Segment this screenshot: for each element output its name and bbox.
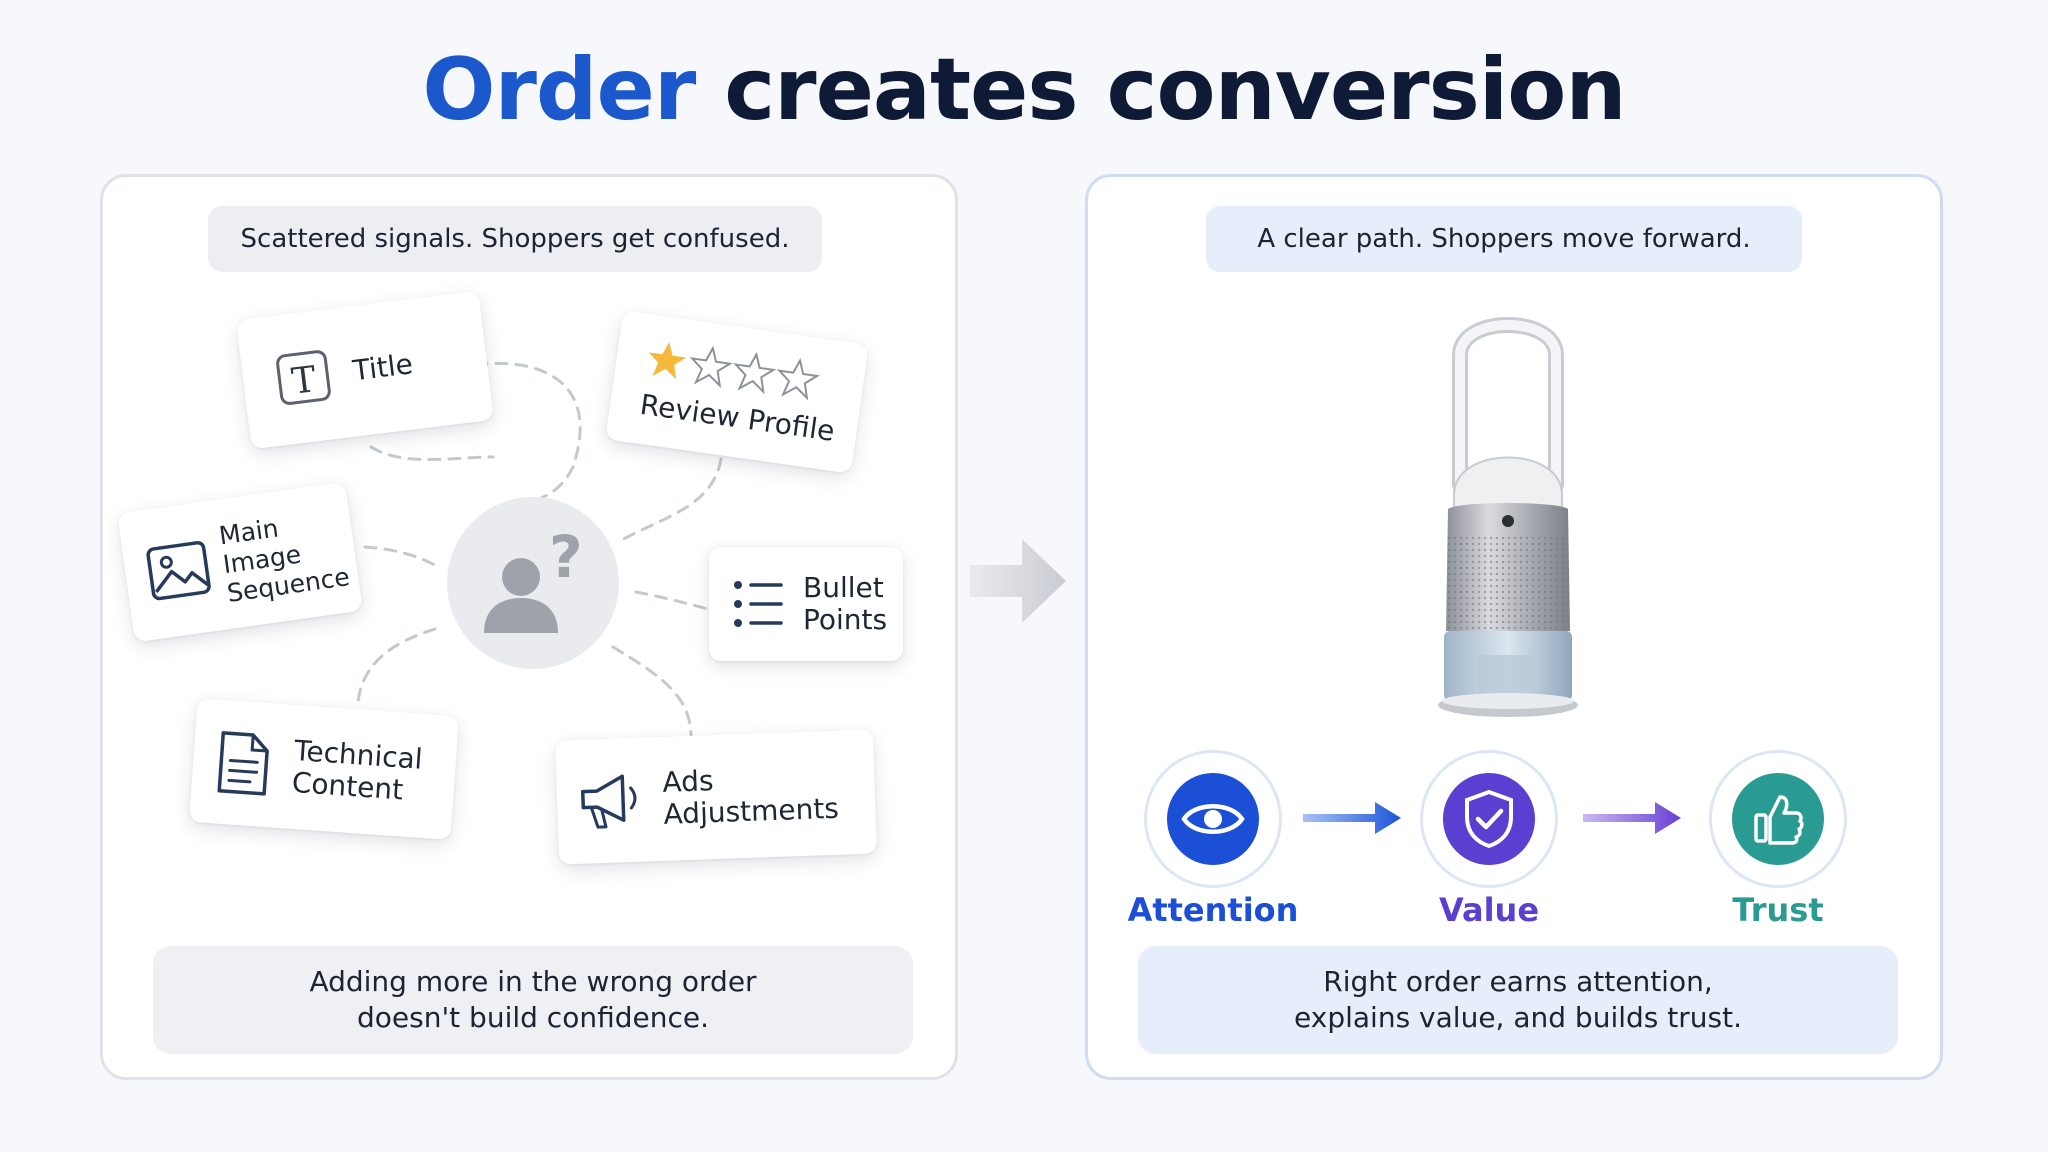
shield-check-icon xyxy=(1443,773,1535,865)
bullet-points-label-line-1: Bullet xyxy=(803,571,884,604)
right-footer-line-1: Right order earns attention, xyxy=(1323,965,1713,998)
page-title: Order creates conversion xyxy=(0,40,2048,140)
left-panel-header-text: Scattered signals. Shoppers get confused… xyxy=(240,224,790,254)
bullet-points-label: Bullet Points xyxy=(803,572,887,636)
right-footer-line-2: explains value, and builds trust. xyxy=(1294,1001,1742,1034)
technical-content-card: Technical Content xyxy=(188,698,460,840)
arrow-attention-to-value-icon xyxy=(1303,802,1401,834)
step-value xyxy=(1420,750,1558,888)
main-image-label: Main Image Sequence xyxy=(217,504,351,607)
image-icon xyxy=(146,541,211,601)
svg-text:T: T xyxy=(289,359,318,403)
ads-adjustments-card: Ads Adjustments xyxy=(554,729,878,865)
text-t-icon: T xyxy=(276,350,331,405)
right-panel-header: A clear path. Shoppers move forward. xyxy=(1206,206,1802,272)
main-image-card: Main Image Sequence xyxy=(117,481,363,643)
title-accent: Order xyxy=(422,40,696,140)
star-rating-icon xyxy=(648,342,820,401)
ads-adjustments-label-line-2: Adjustments xyxy=(662,791,840,831)
bullet-points-label-line-2: Points xyxy=(803,603,888,636)
eye-icon xyxy=(1167,773,1259,865)
scattered-signals-panel: Scattered signals. Shoppers get confused… xyxy=(100,174,958,1080)
left-footer-line-1: Adding more in the wrong order xyxy=(309,965,757,998)
title-card-label: Title xyxy=(351,347,415,388)
right-panel-header-text: A clear path. Shoppers move forward. xyxy=(1257,224,1751,254)
step-label-trust: Trust xyxy=(1732,891,1824,929)
clear-path-panel: A clear path. Shoppers move forward. xyxy=(1085,174,1943,1080)
megaphone-icon xyxy=(580,774,637,829)
arrow-value-to-trust-icon xyxy=(1583,802,1681,834)
right-panel-footer: Right order earns attention, explains va… xyxy=(1138,946,1898,1054)
air-purifier-product xyxy=(1438,317,1578,717)
svg-text:?: ? xyxy=(549,523,583,591)
review-card: Review Profile xyxy=(605,310,869,474)
list-icon xyxy=(734,581,783,627)
technical-content-label-line-2: Content xyxy=(290,765,405,807)
step-label-value: Value xyxy=(1438,891,1540,929)
step-label-attention: Attention xyxy=(1127,891,1299,929)
technical-content-label: Technical Content xyxy=(290,734,424,808)
confused-shopper-icon: ? xyxy=(447,497,619,669)
step-trust xyxy=(1709,750,1847,888)
dashed-connectors xyxy=(356,361,723,739)
step-attention xyxy=(1144,750,1282,888)
document-icon xyxy=(217,731,269,796)
bullet-points-card: Bullet Points xyxy=(709,547,903,661)
ads-adjustments-label: Ads Adjustments xyxy=(662,761,840,831)
title-card: T Title xyxy=(235,290,495,450)
title-rest: creates conversion xyxy=(724,40,1626,140)
left-footer-line-2: doesn't build confidence. xyxy=(357,1001,709,1034)
thumbs-up-icon xyxy=(1732,773,1824,865)
left-panel-footer: Adding more in the wrong order doesn't b… xyxy=(153,946,913,1054)
arrow-right-icon xyxy=(970,539,1066,623)
left-panel-header: Scattered signals. Shoppers get confused… xyxy=(208,206,822,272)
